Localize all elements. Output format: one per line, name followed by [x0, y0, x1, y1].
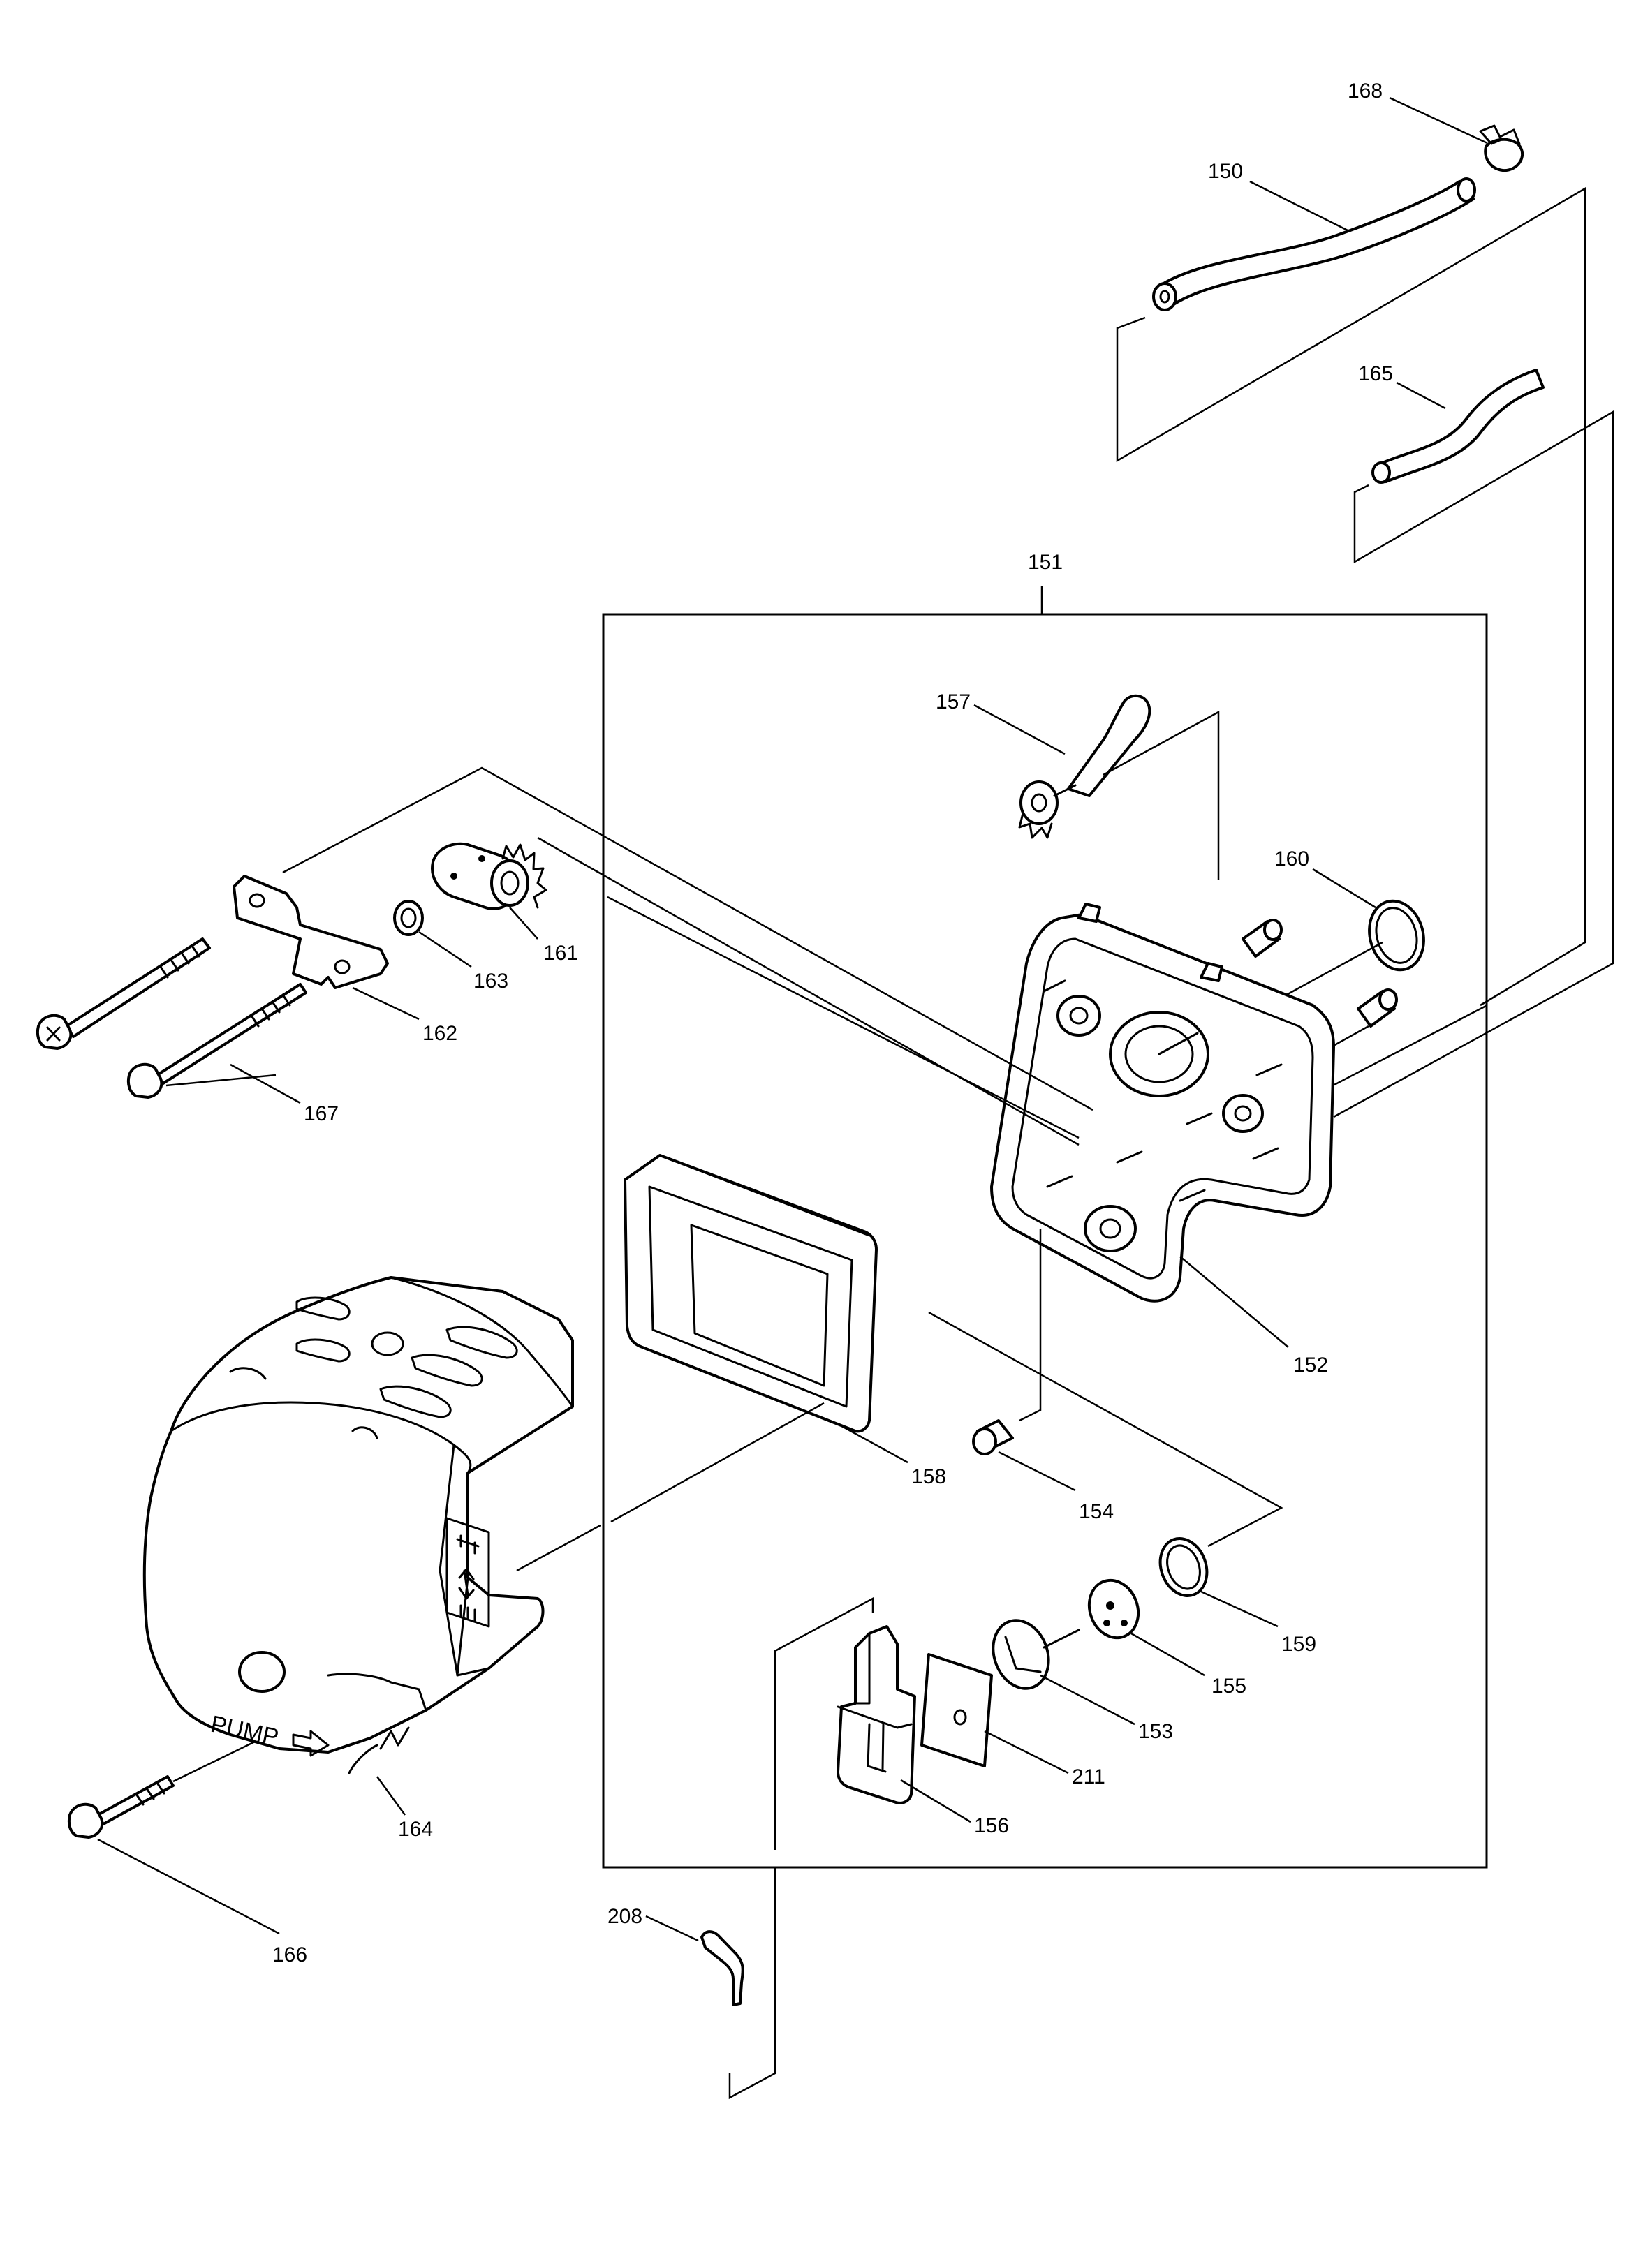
label-166: 166 [272, 1943, 307, 1966]
part-152-air-filter-base [990, 903, 1335, 1303]
label-164: 164 [398, 1818, 433, 1841]
label-211: 211 [1072, 1765, 1105, 1788]
part-155-disc [1087, 1578, 1140, 1640]
label-152: 152 [1293, 1354, 1328, 1377]
part-159-o-ring [1158, 1537, 1209, 1597]
part-157-choke-lever [1018, 694, 1151, 839]
label-155: 155 [1211, 1675, 1246, 1698]
part-156-pump-body [837, 1625, 916, 1804]
part-162-bracket [233, 875, 389, 989]
part-158-air-filter-element [624, 1154, 878, 1433]
part-164-air-cleaner-cover [142, 1276, 574, 1774]
part-163-washer [393, 900, 424, 936]
label-163: 163 [473, 970, 508, 993]
part-168-hose-clamp [1479, 124, 1524, 172]
part-154-screw [972, 1419, 1014, 1455]
part-166-screw [67, 1775, 175, 1839]
label-157: 157 [936, 690, 971, 713]
part-pin-lower [1357, 988, 1398, 1028]
assembly-151-frame [602, 613, 1488, 1869]
label-161: 161 [543, 942, 578, 965]
part-161-choke-shutter [431, 842, 547, 910]
label-154: 154 [1079, 1500, 1114, 1523]
label-165: 165 [1358, 362, 1393, 385]
part-pin-upper [1242, 919, 1283, 958]
part-211-gasket [920, 1653, 993, 1767]
label-156: 156 [974, 1814, 1009, 1837]
label-160: 160 [1274, 847, 1309, 870]
part-150-fuel-hose [1152, 177, 1476, 311]
label-150: 150 [1208, 160, 1243, 183]
label-158: 158 [911, 1465, 946, 1488]
part-160-o-ring [1368, 899, 1425, 972]
label-151: 151 [1028, 551, 1063, 574]
label-168: 168 [1348, 80, 1383, 103]
part-screw-upper [36, 937, 211, 1050]
label-162: 162 [422, 1022, 457, 1045]
label-208: 208 [607, 1905, 642, 1928]
label-167: 167 [304, 1102, 339, 1125]
part-208-pin [700, 1930, 744, 2006]
part-167-screw [126, 983, 307, 1099]
label-153: 153 [1138, 1720, 1173, 1743]
part-153-diaphragm [992, 1619, 1080, 1690]
label-159: 159 [1281, 1633, 1316, 1656]
part-165-fuel-hose [1371, 369, 1545, 484]
